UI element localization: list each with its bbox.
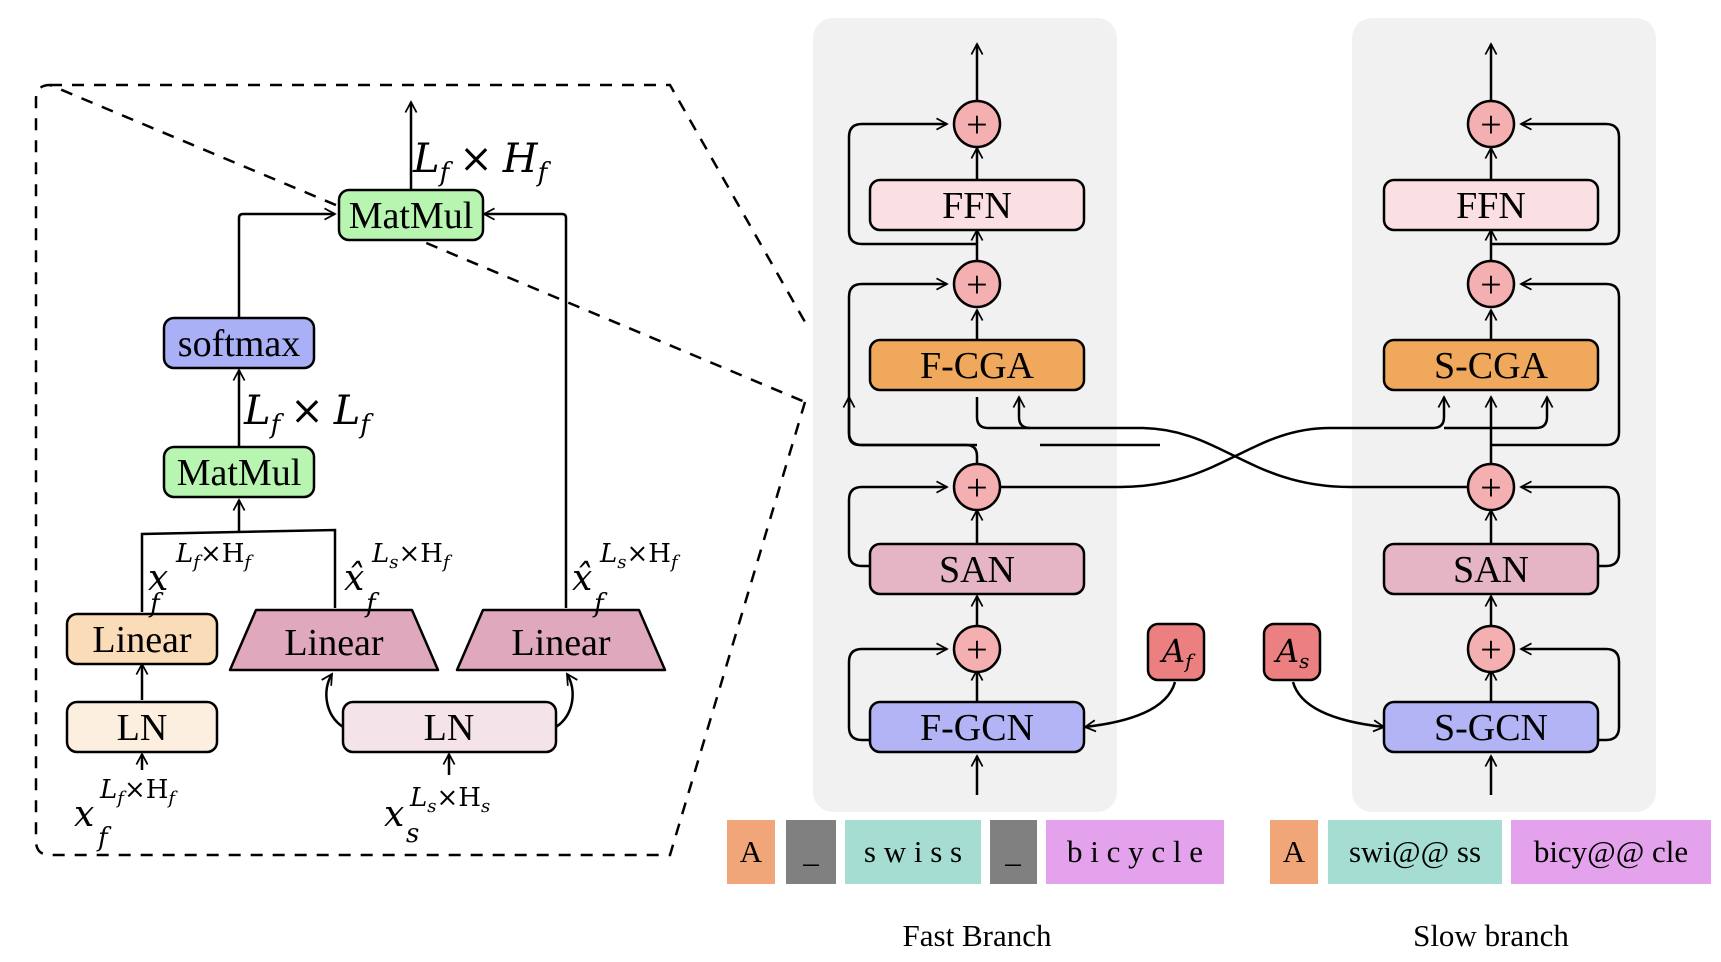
fast-plus-1: [952, 99, 1002, 149]
svg-text:+: +: [966, 104, 987, 146]
cross-connections: [975, 395, 1554, 489]
xhat-mid-label: x̂ f Ls×Hf: [344, 539, 453, 619]
matmul-bottom-box: [162, 445, 316, 499]
slow-plus-2: [1466, 259, 1516, 309]
slow-ffn-box: [1382, 178, 1600, 232]
svg-text:+: +: [1480, 264, 1501, 306]
fast-branch-caption: Fast Branch: [903, 918, 1052, 953]
fast-plus-nodes: + + + +: [952, 99, 1002, 674]
slow-adjacency-box: [1262, 622, 1322, 682]
ln-right-box: [341, 700, 558, 754]
ln-left-box: [65, 700, 219, 754]
slow-adjacency-label: As: [1273, 632, 1309, 673]
slow-branch-caption: Slow branch: [1413, 918, 1569, 953]
fast-cga-box: [868, 338, 1086, 392]
slow-branch-connectors: [1291, 42, 1621, 795]
svg-text:_: _: [1004, 834, 1021, 869]
softmax-label: softmax: [178, 323, 300, 365]
fast-token-bicycle: [1046, 820, 1224, 884]
fast-gcn-label: F-GCN: [920, 707, 1034, 749]
slow-plus-1: [1466, 99, 1516, 149]
detail-panel: MatMul softmax MatMul Linear Linear Line…: [34, 83, 807, 857]
fast-token-space-2: [990, 820, 1037, 884]
linear-left-box: [65, 612, 219, 666]
svg-text:s w i s s: s w i s s: [864, 834, 962, 869]
top-dimension-label: Lf×Hf: [412, 136, 552, 188]
svg-text:+: +: [966, 629, 987, 671]
svg-text:b i c y c l e: b i c y c l e: [1067, 834, 1203, 869]
svg-text:+: +: [1480, 104, 1501, 146]
fast-san-label: SAN: [939, 549, 1015, 591]
softmax-box: [162, 316, 316, 370]
linear-mid-trapezoid: [228, 608, 440, 672]
fast-branch-connectors: [842, 42, 1177, 795]
slow-branch: FFN S-CGA SAN S-GCN + + + + As: [1262, 42, 1621, 795]
x-f-label: x f Lf×Hf: [148, 539, 254, 619]
fast-adjacency-box: [1146, 622, 1206, 682]
fast-ffn-label: FFN: [942, 185, 1012, 227]
linear-right-label: Linear: [511, 622, 611, 664]
fast-san-box: [868, 542, 1086, 596]
fast-plus-4: [952, 624, 1002, 674]
svg-text:+: +: [966, 264, 987, 306]
slow-plus-4: [1466, 624, 1516, 674]
linear-left-label: Linear: [92, 619, 192, 661]
svg-text:_: _: [802, 834, 819, 869]
svg-text:bicy@@ cle: bicy@@ cle: [1534, 834, 1688, 869]
matmul-top-label: MatMul: [349, 195, 474, 237]
fast-token-swiss: [845, 820, 981, 884]
fast-tokens: A _ s w i s s _ b i c y c l e: [727, 820, 1224, 884]
slow-gcn-label: S-GCN: [1434, 707, 1548, 749]
slow-ffn-label: FFN: [1456, 185, 1526, 227]
svg-text:Ls×Hs: Ls×Hs: [409, 783, 490, 817]
slow-token-swiss: [1328, 820, 1502, 884]
detail-dashed-border: [34, 83, 807, 857]
slow-san-box: [1382, 542, 1600, 596]
svg-text:+: +: [966, 467, 987, 509]
svg-text:A: A: [1283, 834, 1306, 869]
fast-token-a: [727, 820, 775, 884]
matmul-top-box: [337, 188, 485, 242]
svg-text:x̂: x̂: [344, 558, 364, 599]
slow-token-bicycle: [1511, 820, 1711, 884]
matmul-bottom-label: MatMul: [177, 452, 302, 494]
input-s-label: x s Ls×Hs: [384, 783, 490, 849]
ln-right-label: LN: [424, 707, 475, 749]
linear-mid-label: Linear: [284, 622, 384, 664]
fast-ffn-box: [868, 178, 1086, 232]
slow-cga-label: S-CGA: [1434, 345, 1549, 387]
svg-text:swi@@ ss: swi@@ ss: [1349, 834, 1481, 869]
fast-gcn-box: [868, 700, 1086, 754]
svg-text:Ls×Hf: Ls×Hf: [371, 539, 453, 573]
svg-text:+: +: [1480, 467, 1501, 509]
svg-text:s: s: [406, 819, 419, 849]
svg-text:Lf×Hf: Lf×Hf: [99, 775, 178, 809]
svg-text:x: x: [74, 794, 94, 835]
input-f-label: x f Lf×Hf: [74, 775, 178, 853]
slow-gcn-box: [1382, 700, 1600, 754]
detail-connectors: [135, 100, 578, 775]
svg-text:+: +: [1480, 629, 1501, 671]
svg-text:x: x: [384, 794, 404, 835]
svg-text:Ls×Hf: Ls×Hf: [599, 539, 681, 573]
slow-plus-nodes: + + + +: [1466, 99, 1516, 674]
linear-right-trapezoid: [455, 608, 667, 672]
xhat-right-label: x̂ f Ls×Hf: [572, 539, 681, 619]
svg-text:x̂: x̂: [572, 558, 592, 599]
mid-dimension-label: Lf×Lf: [243, 388, 374, 440]
fast-token-space-1: [786, 820, 836, 884]
slow-cga-box: [1382, 338, 1600, 392]
svg-text:Lf×Hf: Lf×Hf: [175, 539, 254, 573]
svg-text:f: f: [96, 823, 112, 853]
slow-token-a: [1270, 820, 1318, 884]
slow-san-label: SAN: [1453, 549, 1529, 591]
svg-text:x: x: [148, 558, 168, 599]
slow-tokens: A swi@@ ss bicy@@ cle: [1270, 820, 1711, 884]
svg-text:A: A: [740, 834, 763, 869]
fast-cga-label: F-CGA: [920, 345, 1035, 387]
ln-left-label: LN: [117, 707, 168, 749]
fast-branch: FFN F-CGA SAN F-GCN + + + + Af: [842, 42, 1206, 795]
fast-plus-2: [952, 259, 1002, 309]
